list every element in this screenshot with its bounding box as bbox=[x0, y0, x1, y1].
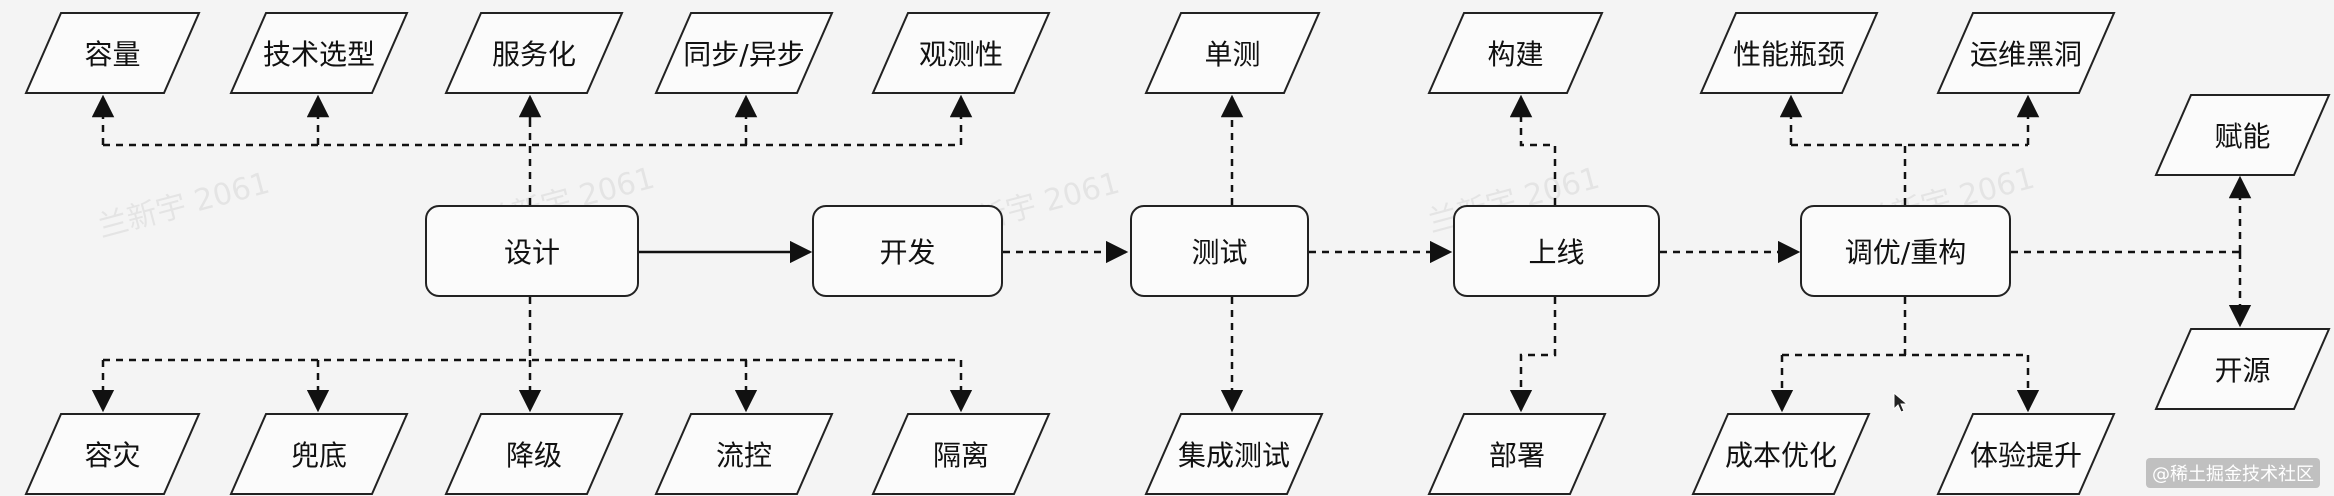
node-servicization-label: 服务化 bbox=[491, 38, 576, 71]
node-develop[interactable]: 开发 bbox=[812, 205, 1003, 297]
node-servicization[interactable]: 服务化 bbox=[444, 12, 624, 94]
node-isolation-label: 隔离 bbox=[932, 439, 989, 472]
node-observability[interactable]: 观测性 bbox=[871, 12, 1051, 94]
node-unit-test[interactable]: 单测 bbox=[1144, 12, 1321, 94]
node-build-label: 构建 bbox=[1487, 38, 1544, 71]
node-rate-limiting[interactable]: 流控 bbox=[654, 413, 834, 495]
node-open-source-label: 开源 bbox=[2214, 354, 2271, 387]
node-disaster-tolerance-label: 容灾 bbox=[84, 439, 141, 472]
node-empower-label: 赋能 bbox=[2214, 120, 2271, 153]
node-degradation-label: 降级 bbox=[505, 439, 562, 472]
node-deploy[interactable]: 部署 bbox=[1427, 413, 1607, 495]
node-unit-test-label: 单测 bbox=[1204, 38, 1261, 71]
node-isolation[interactable]: 隔离 bbox=[871, 413, 1051, 495]
node-ops-blackhole-label: 运维黑洞 bbox=[1969, 38, 2082, 71]
edge-to-deploy bbox=[1509, 297, 1557, 413]
node-tech-selection[interactable]: 技术选型 bbox=[229, 12, 409, 94]
node-deploy-label: 部署 bbox=[1488, 439, 1545, 472]
node-integration-test[interactable]: 集成测试 bbox=[1144, 413, 1324, 495]
node-design[interactable]: 设计 bbox=[425, 205, 639, 297]
brand-watermark: @稀土掘金技术社区 bbox=[2146, 458, 2320, 488]
node-test[interactable]: 测试 bbox=[1130, 205, 1309, 297]
node-capacity[interactable]: 容量 bbox=[24, 12, 201, 94]
node-perf-bottleneck-label: 性能瓶颈 bbox=[1732, 38, 1845, 71]
node-open-source[interactable]: 开源 bbox=[2154, 328, 2331, 410]
cursor-icon bbox=[1893, 392, 1909, 413]
node-tech-selection-label: 技术选型 bbox=[262, 38, 375, 71]
node-experience-label: 体验提升 bbox=[1969, 439, 2082, 472]
node-sync-async-label: 同步/异步 bbox=[683, 38, 805, 71]
node-ops-blackhole[interactable]: 运维黑洞 bbox=[1936, 12, 2116, 94]
node-empower[interactable]: 赋能 bbox=[2154, 94, 2331, 176]
node-cost-opt-label: 成本优化 bbox=[1724, 439, 1837, 472]
node-perf-bottleneck[interactable]: 性能瓶颈 bbox=[1699, 12, 1879, 94]
node-tune[interactable]: 调优/重构 bbox=[1800, 205, 2011, 297]
node-disaster-tolerance[interactable]: 容灾 bbox=[24, 413, 201, 495]
edge-to-build bbox=[1509, 94, 1557, 205]
node-integration-test-label: 集成测试 bbox=[1177, 439, 1290, 472]
node-observability-label: 观测性 bbox=[918, 38, 1003, 71]
node-sync-async[interactable]: 同步/异步 bbox=[654, 12, 834, 94]
node-rate-limiting-label: 流控 bbox=[715, 439, 772, 472]
node-build[interactable]: 构建 bbox=[1427, 12, 1604, 94]
node-cost-opt[interactable]: 成本优化 bbox=[1691, 413, 1871, 495]
node-fallback[interactable]: 兜底 bbox=[229, 413, 409, 495]
node-launch[interactable]: 上线 bbox=[1453, 205, 1660, 297]
node-experience[interactable]: 体验提升 bbox=[1936, 413, 2116, 495]
node-capacity-label: 容量 bbox=[84, 38, 141, 71]
node-degradation[interactable]: 降级 bbox=[444, 413, 624, 495]
node-fallback-label: 兜底 bbox=[290, 439, 347, 472]
